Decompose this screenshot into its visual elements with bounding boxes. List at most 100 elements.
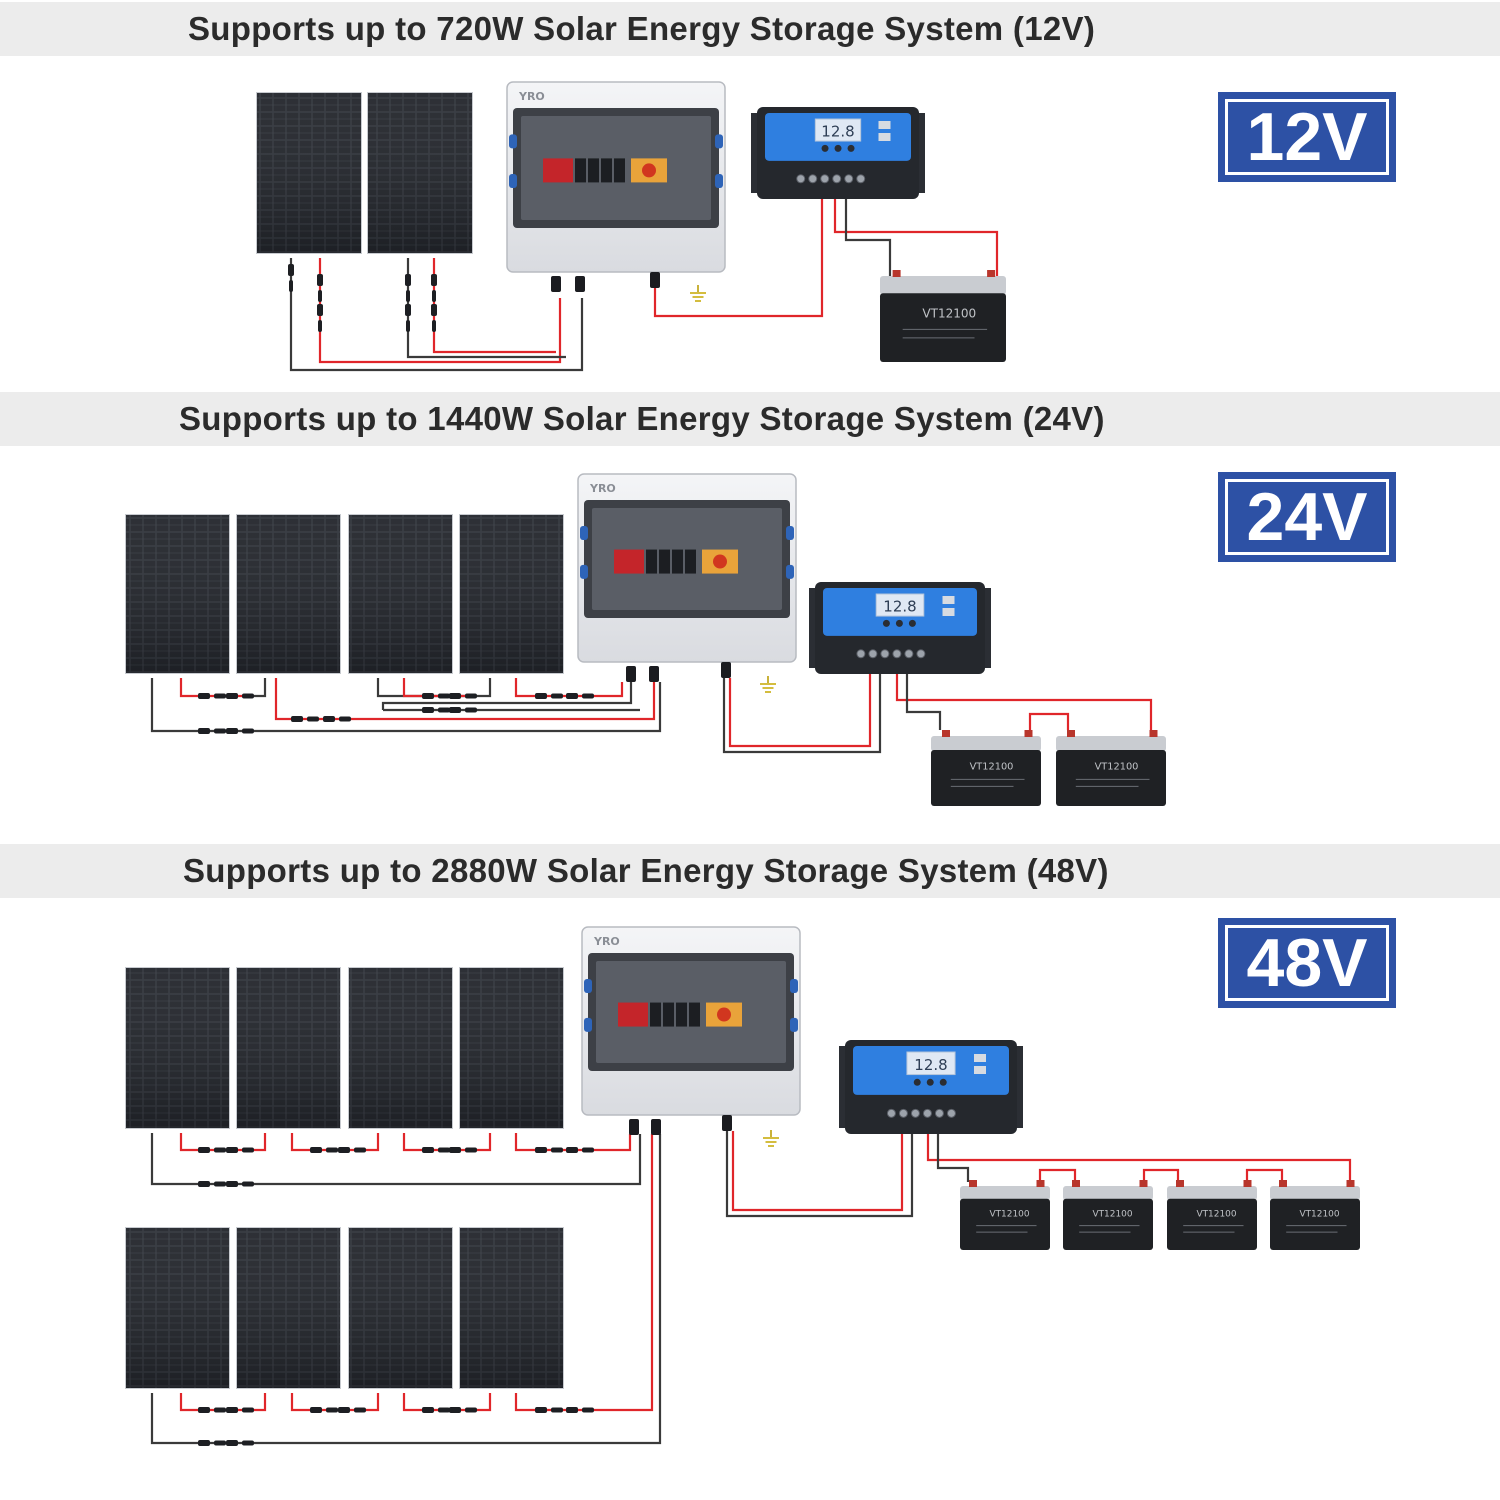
solar-panel — [348, 514, 453, 674]
mc4-connector — [431, 274, 437, 302]
mc4-connector — [422, 693, 450, 699]
wire-string — [179, 1133, 267, 1152]
battery: VT12100 — [931, 730, 1041, 806]
mc4-connector — [226, 1407, 254, 1413]
mc4-connector — [449, 693, 477, 699]
mc4-connector — [449, 1407, 477, 1413]
battery: VT12100 — [1167, 1180, 1257, 1250]
battery: VT12100 — [1270, 1180, 1360, 1250]
wire-string — [179, 1393, 267, 1412]
wire-controller-input — [731, 1131, 904, 1212]
mc4-connector — [317, 274, 323, 302]
section-title-12v: Supports up to 720W Solar Energy Storage… — [188, 10, 1096, 47]
wire-battery-negative — [844, 199, 892, 282]
wire-battery-link — [1038, 1168, 1077, 1182]
mc4-connector — [405, 274, 411, 302]
mc4-connector — [310, 1147, 338, 1153]
wire-positive — [432, 258, 556, 354]
mc4-connector — [226, 693, 254, 699]
battery-model-label: VT12100 — [970, 762, 1014, 773]
voltage-badge-24v: 24V — [1218, 472, 1396, 562]
mc4-connector — [198, 728, 226, 734]
solar-panel — [348, 967, 453, 1129]
wire-battery-positive — [895, 674, 1153, 730]
combiner-brand-label: YRO — [593, 935, 620, 948]
voltage-badge-48v: 48V — [1218, 918, 1396, 1008]
mc4-connector — [226, 1147, 254, 1153]
wire-battery-link — [1245, 1168, 1284, 1182]
wire-string — [290, 1133, 380, 1152]
solar-panel — [459, 514, 564, 674]
wire-string — [248, 678, 267, 698]
solar-panel — [125, 1227, 230, 1389]
mc4-connector — [422, 1407, 450, 1413]
mc4-connector — [317, 304, 323, 332]
solar-panel — [125, 514, 230, 674]
battery: VT12100 — [1056, 730, 1166, 806]
mc4-connector — [338, 1407, 366, 1413]
mc4-connector — [449, 707, 477, 713]
solar-panel — [459, 967, 564, 1129]
charge-controller: 12.8 — [809, 582, 991, 674]
wire-battery-link — [1142, 1168, 1180, 1182]
solar-panel — [348, 1227, 453, 1389]
ground-symbol — [760, 676, 776, 693]
cable-gland — [721, 662, 731, 678]
cable-glands — [551, 276, 585, 292]
mc4-connector — [449, 1147, 477, 1153]
mc4-connector — [323, 716, 351, 722]
mc4-connector — [198, 1181, 226, 1187]
mc4-connector — [198, 1407, 226, 1413]
voltage-badge-12v: 12V — [1218, 92, 1396, 182]
wire-battery-negative — [936, 1134, 970, 1182]
mc4-connector — [198, 693, 226, 699]
solar-panel — [367, 92, 473, 254]
wire-battery-positive — [926, 1134, 1352, 1182]
charge-controller: 12.8 — [751, 107, 925, 199]
wire-string — [402, 1133, 492, 1152]
wire-string — [248, 682, 662, 733]
section-title-48v: Supports up to 2880W Solar Energy Storag… — [183, 852, 1109, 889]
mc4-connector — [198, 1440, 226, 1446]
badge-label-24v: 24V — [1246, 479, 1368, 555]
solar-panel — [125, 967, 230, 1129]
wire-string — [402, 678, 470, 698]
section-banner-24v — [0, 392, 1500, 446]
battery: VT12100 — [880, 270, 1006, 362]
mc4-connector — [291, 716, 319, 722]
solar-panel — [236, 514, 341, 674]
mc4-connector — [226, 728, 254, 734]
combiner-box: YRO — [506, 81, 726, 273]
mc4-connector — [422, 1147, 450, 1153]
battery-model-label: VT12100 — [1092, 1210, 1132, 1220]
wire-battery-link — [1028, 712, 1070, 730]
solar-panel — [256, 92, 362, 254]
battery: VT12100 — [1063, 1180, 1153, 1250]
mc4-connector — [405, 304, 411, 332]
combiner-brand-label: YRO — [518, 90, 545, 103]
cable-gland — [650, 272, 660, 288]
combiner-box: YRO — [577, 473, 797, 663]
wire-string — [179, 678, 248, 698]
wire-string — [402, 1393, 492, 1412]
mc4-connector — [566, 693, 594, 699]
mc4-connector — [226, 1440, 254, 1446]
controller-display-reading: 12.8 — [821, 122, 854, 140]
mc4-connector — [431, 304, 437, 332]
mc4-connector — [535, 1147, 563, 1153]
wire-controller-input — [728, 674, 872, 748]
battery-model-label: VT12100 — [922, 306, 976, 320]
wire-positive — [318, 258, 562, 364]
controller-display-reading: 12.8 — [883, 597, 916, 615]
solar-panel — [459, 1227, 564, 1389]
solar-panel — [236, 1227, 341, 1389]
battery-model-label: VT12100 — [1095, 762, 1139, 773]
badge-label-12v: 12V — [1246, 99, 1368, 175]
section-banner-48v — [0, 844, 1500, 898]
wire-battery-positive — [833, 199, 999, 282]
cable-glands — [626, 666, 659, 682]
section-banner-12v — [0, 2, 1500, 56]
section-title-24v: Supports up to 1440W Solar Energy Storag… — [179, 400, 1105, 437]
solar-panel — [236, 967, 341, 1129]
